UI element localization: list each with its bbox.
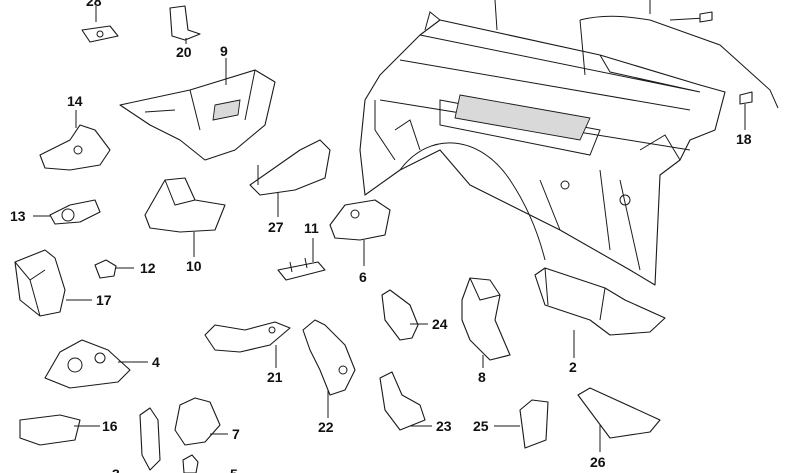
- part-27: [249, 139, 331, 196]
- label-3: 3: [112, 466, 120, 473]
- part-26: [577, 387, 661, 439]
- label-5: 5: [230, 466, 238, 473]
- label-23: 23: [436, 418, 452, 434]
- label-9: 9: [220, 43, 228, 59]
- label-16: 16: [102, 418, 118, 434]
- label-10: 10: [186, 258, 202, 274]
- label-25: 25: [473, 418, 489, 434]
- part-8: [461, 277, 511, 361]
- part-20: [169, 5, 201, 41]
- part-9: [119, 69, 276, 161]
- part-12: [94, 259, 117, 279]
- label-12: 12: [140, 260, 156, 276]
- label-11: 11: [304, 220, 319, 236]
- part-23: [379, 371, 426, 431]
- label-2: 2: [569, 359, 577, 375]
- part-17: [14, 249, 66, 317]
- part-7: [174, 397, 221, 446]
- part-labels: 28 20 9 14 13 10 27 11 6 12 17 4 21 22 2…: [10, 0, 752, 473]
- part-16: [19, 414, 81, 446]
- part-3: [139, 407, 161, 471]
- label-8: 8: [478, 369, 486, 385]
- part-2: [534, 267, 666, 336]
- label-7: 7: [232, 426, 240, 442]
- part-22: [302, 319, 356, 396]
- label-14: 14: [67, 93, 83, 109]
- label-4: 4: [152, 354, 160, 370]
- part-14: [39, 124, 111, 171]
- part-10: [144, 177, 226, 233]
- label-20: 20: [176, 44, 192, 60]
- part-21: [204, 321, 291, 353]
- label-26: 26: [590, 454, 606, 470]
- part-6: [329, 199, 391, 241]
- front-structure: [359, 0, 726, 286]
- part-13: [49, 199, 101, 225]
- part-28: [81, 25, 119, 43]
- label-18: 18: [736, 131, 752, 147]
- strut-brace: [579, 0, 779, 122]
- label-22: 22: [318, 419, 334, 435]
- label-21: 21: [267, 369, 283, 385]
- label-17: 17: [96, 292, 112, 308]
- part-25: [519, 399, 549, 449]
- label-24: 24: [432, 316, 448, 332]
- label-28: 28: [86, 0, 102, 9]
- label-6: 6: [359, 269, 367, 285]
- label-27: 27: [268, 219, 284, 235]
- leader-lines: [33, 6, 746, 452]
- part-11: [277, 257, 326, 281]
- part-4: [44, 339, 131, 389]
- part-5: [182, 454, 199, 473]
- label-13: 13: [10, 208, 26, 224]
- part-24: [381, 289, 419, 341]
